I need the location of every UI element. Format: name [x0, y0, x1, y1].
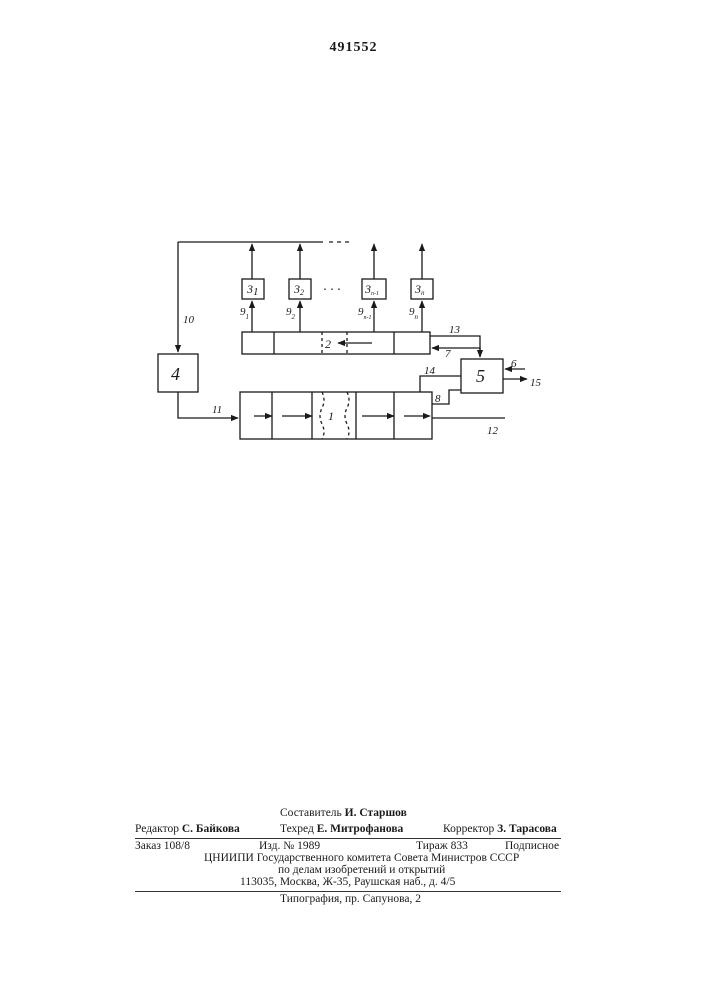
- wire-14-label: 14: [424, 365, 436, 377]
- svg-text:9n: 9n: [409, 306, 419, 321]
- colophon-divider: [135, 891, 561, 892]
- department: по делам изобретений и открытий: [278, 865, 445, 877]
- compiler-line: Составитель И. Старшов: [280, 808, 407, 820]
- compiler-name: И. Старшов: [345, 807, 407, 819]
- register-1-label: 1: [328, 409, 334, 423]
- colophon-divider: [135, 838, 561, 839]
- cell-label: 3: [364, 282, 371, 296]
- techred-name: Е. Митрофанова: [317, 823, 404, 835]
- wire-13-label: 13: [449, 324, 461, 336]
- wire-7-label: 7: [445, 348, 451, 360]
- svg-text:3n: 3n: [414, 282, 425, 297]
- cell-label: 3: [293, 282, 300, 296]
- svg-text:32: 32: [293, 282, 304, 297]
- corrector-line: Корректор З. Тарасова: [443, 824, 557, 836]
- wire-10-label: 10: [183, 314, 195, 326]
- corrector-label: Корректор: [443, 823, 494, 835]
- edition-number: Изд. № 1989: [259, 841, 320, 853]
- techred-line: Техред Е. Митрофанова: [280, 824, 403, 836]
- tap-sub-label: 1: [246, 313, 250, 321]
- cell-sub-label: n-1: [371, 291, 379, 297]
- svg-text:31: 31: [246, 282, 259, 298]
- wire-12-label: 12: [487, 425, 499, 437]
- wire-11-label: 11: [212, 404, 222, 416]
- svg-text:3n-1: 3n-1: [364, 282, 379, 297]
- address: 113035, Москва, Ж-35, Раушская наб., д. …: [240, 877, 455, 889]
- tap-sub-label: n: [415, 313, 419, 321]
- wire-15-label: 15: [530, 377, 542, 389]
- wire-13: [430, 336, 480, 357]
- order-number: Заказ 108/8: [135, 841, 190, 853]
- svg-text:9n-1: 9n-1: [358, 306, 372, 321]
- wire-6-label: 6: [511, 358, 517, 370]
- cell-label: 3: [246, 282, 253, 296]
- circulation: Тираж 833: [416, 841, 468, 853]
- compiler-label: Составитель: [280, 807, 342, 819]
- editor-name: С. Байкова: [182, 823, 240, 835]
- block-5-label: 5: [476, 366, 485, 386]
- tap-sub-label: n-1: [364, 315, 372, 321]
- cell-sub-label: 1: [253, 286, 259, 298]
- wire-8-label: 8: [435, 393, 441, 405]
- cell-label: 3: [414, 282, 421, 296]
- wire-11: [178, 392, 238, 418]
- register-1-break: [320, 392, 324, 439]
- cells-ellipsis: · · ·: [323, 283, 341, 298]
- cell-sub-label: 2: [300, 288, 304, 297]
- editor-line: Редактор С. Байкова: [135, 824, 240, 836]
- subscription: Подписное: [505, 841, 559, 853]
- techred-label: Техред: [280, 823, 314, 835]
- register-1-break: [345, 392, 349, 439]
- tap-labels: 91 92 9n-1 9n: [240, 306, 419, 321]
- institute: ЦНИИПИ Государственного комитета Совета …: [204, 853, 519, 865]
- svg-text:92: 92: [286, 306, 296, 321]
- corrector-name: З. Тарасова: [497, 823, 557, 835]
- block-4-label: 4: [171, 364, 180, 384]
- editor-label: Редактор: [135, 823, 179, 835]
- cell-sub-label: n: [421, 289, 425, 297]
- register-2-label: 2: [325, 337, 331, 351]
- register-2: [242, 332, 430, 354]
- printer: Типография, пр. Сапунова, 2: [280, 894, 421, 906]
- tap-sub-label: 2: [292, 313, 296, 321]
- wire-7: [432, 348, 480, 357]
- svg-text:91: 91: [240, 306, 249, 321]
